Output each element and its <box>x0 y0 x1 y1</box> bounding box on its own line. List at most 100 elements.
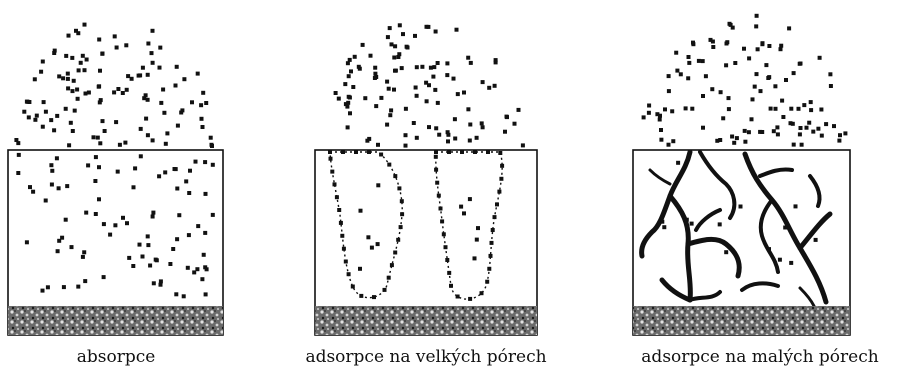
molecule-dot <box>151 215 155 219</box>
molecule-dot <box>203 265 207 269</box>
molecule-dot <box>22 110 26 114</box>
molecule-dot <box>756 47 760 51</box>
molecule-dot <box>404 144 408 148</box>
substrate-layer <box>633 306 850 335</box>
molecule-dot <box>33 77 37 81</box>
molecule-dot <box>824 122 828 126</box>
molecule-dot <box>70 56 74 60</box>
molecule-dot <box>727 107 731 111</box>
molecule-dot <box>426 25 430 29</box>
molecule-dot <box>455 28 459 32</box>
molecule-dot <box>146 243 150 247</box>
molecule-dot <box>61 76 65 80</box>
molecule-dot <box>385 80 389 84</box>
adsorbed-dot <box>445 258 449 262</box>
molecule-dot <box>49 163 53 167</box>
molecule-dot <box>347 95 351 99</box>
molecule-dot <box>386 35 390 39</box>
molecule-dot <box>141 66 145 70</box>
molecule-dot <box>366 235 370 239</box>
molecule-dot <box>75 88 79 92</box>
molecule-dot <box>690 107 694 111</box>
molecule-dot <box>41 125 45 129</box>
molecule-dot <box>50 169 54 173</box>
molecule-dot <box>345 105 349 109</box>
molecule-dot <box>204 292 208 296</box>
molecule-dot <box>83 279 87 283</box>
molecule-dot <box>97 38 101 42</box>
molecule-dot <box>769 107 773 111</box>
molecule-dot <box>838 133 842 137</box>
molecule-dot <box>101 119 105 123</box>
molecule-dot <box>33 118 37 122</box>
molecule-dot <box>102 222 106 226</box>
molecule-dot <box>667 89 671 93</box>
molecule-dot <box>98 100 102 104</box>
adsorbed-dot <box>390 263 394 267</box>
molecule-dot <box>116 87 120 91</box>
molecule-dot <box>158 46 162 50</box>
molecule-dot <box>151 211 155 215</box>
molecule-dot <box>779 47 783 51</box>
molecule-dot <box>789 121 793 125</box>
molecule-dot <box>171 247 175 251</box>
molecule-dot <box>398 23 402 27</box>
molecule-dot <box>456 92 460 96</box>
adsorbed-dot <box>393 174 397 178</box>
molecule-dot <box>203 160 207 164</box>
molecule-dot <box>98 69 102 73</box>
molecule-dot <box>374 104 378 108</box>
molecule-dot <box>76 285 80 289</box>
molecule-dot <box>182 294 186 298</box>
adsorbed-dot <box>435 181 439 185</box>
molecule-dot <box>41 60 45 64</box>
molecule-dot <box>16 171 20 175</box>
molecule-dot <box>754 24 758 28</box>
molecule-dot <box>475 238 479 242</box>
adsorbed-dot <box>468 297 472 301</box>
molecule-dot <box>76 31 80 35</box>
molecule-dot <box>747 56 751 60</box>
molecule-dot <box>376 242 380 246</box>
molecule-dot <box>505 115 509 119</box>
molecule-dot <box>843 131 847 135</box>
caption-small-pores: adsorpce na malých pórech <box>641 347 878 367</box>
adsorbed-dot <box>480 291 484 295</box>
molecule-dot <box>718 138 722 142</box>
molecule-dot <box>475 136 479 140</box>
molecule-dot <box>809 108 813 112</box>
molecule-dot <box>79 61 83 65</box>
adsorbed-dot <box>400 199 404 203</box>
molecule-dot <box>711 45 715 49</box>
molecule-dot <box>400 66 404 70</box>
molecule-dot <box>159 101 163 105</box>
molecule-dot <box>182 77 186 81</box>
molecule-dot <box>480 121 484 125</box>
adsorbed-dot <box>447 271 451 275</box>
molecule-dot <box>97 197 101 201</box>
molecule-dot <box>671 139 675 143</box>
molecule-dot <box>687 61 691 65</box>
molecule-dot <box>755 14 759 18</box>
molecule-dot <box>28 185 32 189</box>
molecule-dot <box>724 63 728 67</box>
molecule-dot <box>82 250 86 254</box>
molecule-dot <box>647 111 651 115</box>
molecule-dot <box>755 72 759 76</box>
molecule-dot <box>437 133 441 137</box>
molecule-dot <box>376 183 380 187</box>
molecule-dot <box>779 44 783 48</box>
molecule-dot <box>781 115 785 119</box>
molecule-dot <box>809 100 813 104</box>
molecule-dot <box>783 226 787 230</box>
molecule-dot <box>404 133 408 137</box>
adsorbed-dot <box>354 150 358 154</box>
molecule-dot <box>452 77 456 81</box>
molecule-dot <box>820 134 824 138</box>
molecule-dot <box>792 143 796 147</box>
molecule-dot <box>434 126 438 130</box>
molecule-dot <box>144 93 148 97</box>
molecule-dot <box>115 46 119 50</box>
molecule-dot <box>192 270 196 274</box>
molecule-dot <box>774 107 778 111</box>
